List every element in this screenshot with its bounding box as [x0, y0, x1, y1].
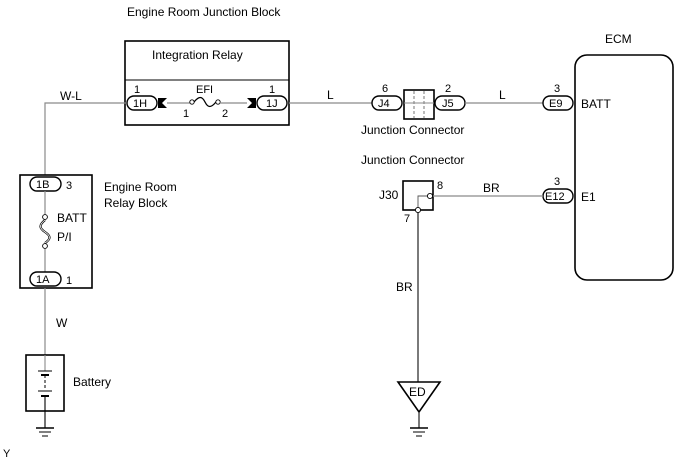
connector-1h: [126, 95, 158, 111]
pi-fuse-label-pi: P/I: [57, 230, 72, 244]
connector-1h-pin: 1: [134, 84, 140, 96]
j30-pin-8: 8: [437, 180, 443, 192]
pi-fuse-terminal-top: [42, 214, 48, 220]
integration-relay-label: Integration Relay: [152, 48, 243, 62]
pi-fuse-label-batt: BATT: [57, 211, 87, 225]
battery-label: Battery: [73, 375, 111, 389]
connector-e9-pin: 3: [554, 83, 560, 95]
efi-fuse-icon: [193, 96, 217, 108]
ground-point-ed-label: ED: [409, 385, 426, 399]
connector-e12-label: E12: [545, 191, 565, 203]
connector-j5-pin: 2: [445, 83, 451, 95]
terminal-1j-icon: [247, 98, 256, 108]
connector-e12-pin: 3: [554, 176, 560, 188]
wire-label-w-l: W-L: [60, 89, 82, 103]
junction-connector-j30-id: J30: [379, 188, 399, 202]
fuse-terminal-left: [189, 99, 195, 105]
engine-room-relay-block-label-1: Engine Room: [104, 180, 177, 194]
connector-1b-pin: 3: [66, 180, 72, 192]
efi-pin-right: 2: [222, 108, 228, 120]
connector-1h-label: 1H: [133, 98, 147, 110]
connector-1a: [29, 271, 62, 287]
battery-icon: [38, 355, 52, 428]
ground-icon-ed: [410, 427, 428, 437]
wire-label-w: W: [56, 316, 68, 330]
wire-label-br-1: BR: [483, 181, 500, 195]
wire-label-l-2: L: [499, 88, 506, 102]
engine-room-junction-block-label: Engine Room Junction Block: [127, 5, 281, 19]
connector-1j-label: 1J: [266, 98, 278, 110]
ecm-box: [574, 54, 674, 281]
j30-terminal-8: [426, 192, 434, 200]
wire-label-br-2: BR: [396, 280, 413, 294]
connector-j4-label: J4: [378, 98, 390, 110]
pi-fuse-terminal-bottom: [42, 243, 48, 249]
pi-fuse-icon-inner: [40, 219, 50, 244]
connector-j5-label: J5: [442, 98, 454, 110]
ecm-terminal-e1: E1: [581, 190, 596, 204]
junction-connector-label: Junction Connector: [361, 123, 464, 137]
connector-1a-pin: 1: [66, 275, 72, 287]
j30-terminal-7: [414, 206, 422, 214]
efi-pin-left: 1: [183, 108, 189, 120]
ecm-label: ECM: [605, 32, 632, 46]
connector-1j-pin: 1: [269, 84, 275, 96]
engine-room-relay-block-label-2: Relay Block: [104, 196, 168, 210]
terminal-1h-icon: [158, 98, 167, 108]
wire-label-l-1: L: [327, 88, 334, 102]
junction-connector-block: [403, 89, 435, 120]
integration-relay-box: [124, 40, 290, 126]
ground-icon-battery: [36, 427, 54, 437]
connector-1j: [256, 95, 288, 111]
connector-e9-label: E9: [549, 98, 562, 110]
connector-j4: [371, 95, 403, 111]
efi-fuse-label: EFI: [196, 84, 213, 96]
junction-connector-j30-label: Junction Connector: [361, 153, 464, 167]
fuse-terminal-right: [215, 99, 221, 105]
wire-w-l: [44, 102, 126, 175]
corner-mark: Y: [3, 448, 11, 460]
connector-e9: [542, 95, 574, 111]
connector-j4-pin: 6: [382, 83, 388, 95]
connector-1b-label: 1B: [36, 179, 49, 191]
engine-room-relay-block-box: [19, 174, 93, 289]
connector-1a-label: 1A: [36, 274, 50, 286]
ground-point-ed-icon: [396, 381, 442, 414]
j30-pin-7: 7: [404, 213, 410, 225]
ecm-terminal-batt: BATT: [581, 97, 611, 111]
